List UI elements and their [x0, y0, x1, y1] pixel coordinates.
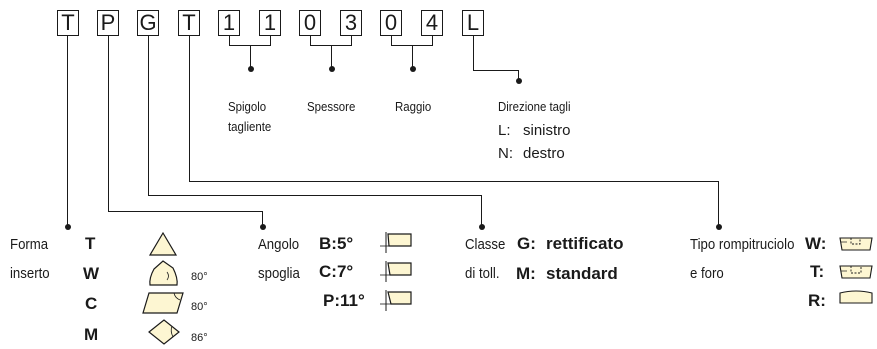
connector-tipo-dot — [716, 224, 722, 230]
forma-angle-w: 80° — [191, 271, 208, 283]
label-direzione-l-text: sinistro — [523, 122, 571, 139]
connector-direzione — [473, 36, 475, 71]
classe-text-g: rettificato — [546, 234, 624, 253]
clearance-11-icon — [380, 290, 412, 311]
code-box-9: 0 — [380, 10, 402, 36]
tipo-code-r: R: — [808, 291, 826, 310]
label-spessore: Spessore — [307, 99, 356, 114]
clearance-5-icon — [380, 232, 412, 253]
code-box-7: 0 — [299, 10, 321, 36]
label-spigolo-1: Spigolo — [228, 99, 267, 114]
chipbreaker-w-icon — [839, 237, 873, 251]
forma-angle-m: 86° — [191, 332, 208, 344]
code-box-11: L — [462, 10, 484, 36]
forma-code-t: T — [85, 234, 96, 253]
label-direzione-l-code: L: — [498, 122, 511, 139]
connector-direzione-dot — [516, 78, 522, 84]
classe-code-g: G: — [517, 234, 536, 253]
angolo-code-c: C:7° — [319, 262, 354, 281]
label-raggio: Raggio — [395, 99, 432, 114]
code-box-1: T — [57, 10, 79, 36]
forma-label-1: Forma — [10, 236, 49, 253]
triangle-icon — [148, 231, 178, 256]
trigon-icon — [149, 260, 178, 286]
label-direzione-title: Direzione tagli — [498, 99, 571, 114]
code-box-5: 1 — [218, 10, 240, 36]
rhombic-80-icon — [142, 292, 184, 314]
classe-text-m: standard — [546, 264, 618, 283]
forma-code-m: M — [84, 325, 99, 344]
forma-angle-c: 80° — [191, 301, 208, 313]
tipo-code-w: W: — [805, 234, 827, 253]
code-box-2: P — [97, 10, 119, 36]
connector-spigolo — [229, 36, 231, 46]
connector-classe — [148, 36, 150, 196]
connector-raggio-dot — [410, 66, 416, 72]
label-direzione-n-text: destro — [523, 145, 565, 162]
chipbreaker-r-icon — [839, 290, 873, 304]
label-direzione-n-code: N: — [498, 145, 513, 162]
connector-spigolo-dot — [248, 66, 254, 72]
connector-angolo — [108, 36, 110, 212]
angolo-code-b: B:5° — [319, 234, 354, 253]
classe-code-m: M: — [516, 264, 536, 283]
angolo-label-2: spoglia — [258, 265, 300, 282]
connector-spessore — [310, 36, 312, 46]
classe-label-2: di toll. — [465, 265, 500, 282]
forma-label-2: inserto — [10, 265, 50, 282]
tipo-label-1: Tipo rompitruciolo — [690, 236, 795, 253]
forma-code-c: C — [85, 294, 98, 313]
chipbreaker-t-icon — [839, 265, 873, 279]
label-spigolo-2: tagliente — [228, 119, 272, 134]
code-box-3: G — [137, 10, 159, 36]
code-box-6: 1 — [259, 10, 281, 36]
tipo-label-2: e foro — [690, 265, 724, 282]
angolo-code-p: P:11° — [323, 291, 365, 310]
connector-forma-dot — [65, 224, 71, 230]
clearance-7-icon — [380, 261, 412, 282]
connector-angolo-dot — [260, 224, 266, 230]
connector-raggio — [391, 36, 393, 46]
code-box-10: 4 — [421, 10, 443, 36]
code-box-8: 3 — [340, 10, 362, 36]
forma-code-w: W — [83, 264, 100, 283]
connector-tipo — [189, 36, 191, 182]
angolo-label-1: Angolo — [258, 236, 300, 253]
tipo-code-t: T: — [810, 262, 825, 281]
classe-label-1: Classe — [465, 236, 506, 253]
connector-classe-dot — [479, 224, 485, 230]
code-box-4: T — [178, 10, 200, 36]
rhombic-86-icon — [148, 319, 180, 345]
connector-forma — [67, 36, 69, 226]
connector-spessore-dot — [329, 66, 335, 72]
